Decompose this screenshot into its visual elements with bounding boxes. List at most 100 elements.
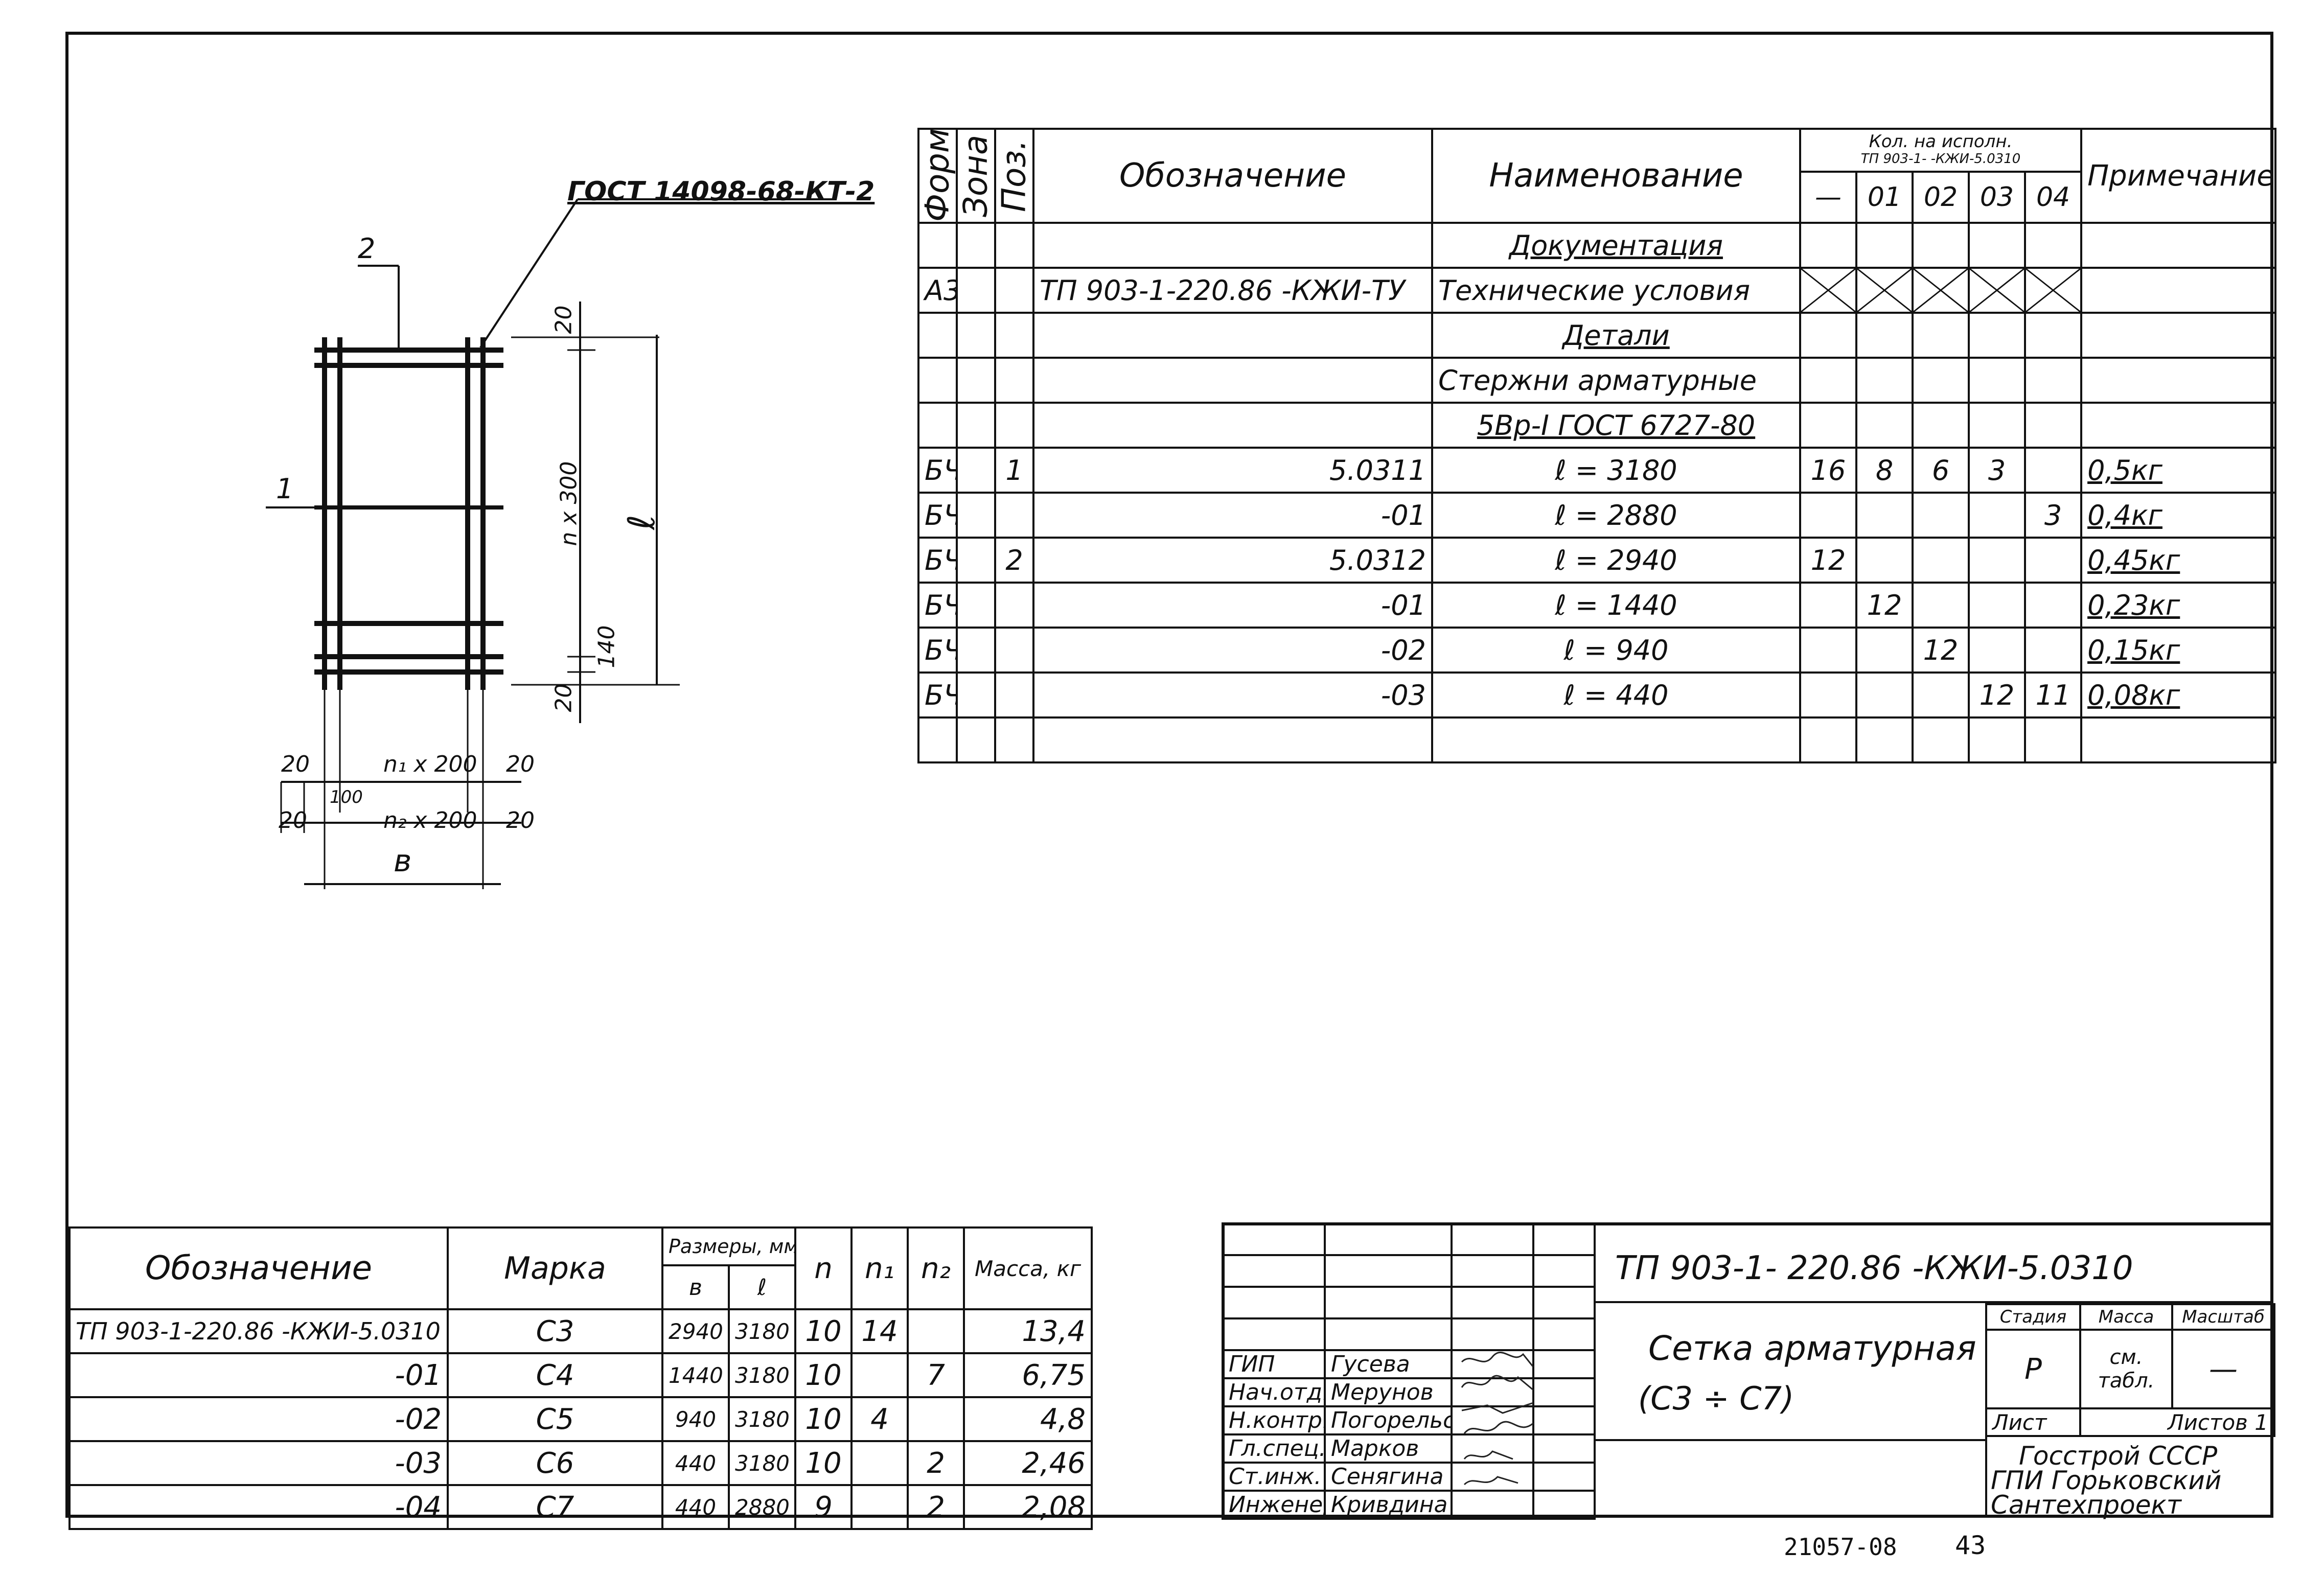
spec-cell-note	[2080, 402, 2277, 449]
dim-n300: n x 300	[556, 461, 582, 546]
staff-cell-empty	[1451, 1317, 1534, 1351]
staff-role: Н.контр.	[1222, 1405, 1326, 1435]
dim-20-right-1: 20	[506, 751, 535, 777]
table-row: Нач.отд.Мерунов	[1222, 1377, 1596, 1407]
marks-cell-b: 1440	[661, 1352, 730, 1398]
spec-cell-q3	[1968, 582, 2026, 629]
stage-table: Стадия Масса Масштаб Р см. табл. — Лист …	[1985, 1303, 2275, 1437]
marks-header-row: Обозначение Марка Размеры, мм n n₁ n₂ Ма…	[68, 1226, 1093, 1310]
staff-cell-empty	[1222, 1317, 1326, 1351]
table-row	[917, 716, 2277, 763]
staff-name: Погорельский	[1324, 1405, 1453, 1435]
spec-cell-designation: 5.0311	[1032, 447, 1433, 494]
spec-header-v4: 04	[2023, 171, 2083, 224]
dim-n2x200: n₂ x 200	[383, 807, 477, 833]
spec-cell-note: 0,23кг	[2080, 582, 2277, 629]
spec-cell-q1	[1855, 312, 1914, 359]
spec-cell-note	[2080, 357, 2277, 404]
spec-cell-name: 5Вр-I ГОСТ 6727-80	[1431, 402, 1801, 449]
marks-cell-mark: С5	[447, 1396, 663, 1442]
spec-cell-crossed	[1968, 267, 2026, 314]
marks-cell-n2	[907, 1396, 965, 1442]
spec-cell-pos	[994, 267, 1034, 314]
spec-cell-q0	[1799, 357, 1857, 404]
sheets-label: Листов 1	[2079, 1407, 2275, 1437]
spec-cell-designation: -03	[1032, 671, 1433, 719]
marks-cell-b: 2940	[661, 1308, 730, 1354]
spec-cell-q2	[1912, 312, 1970, 359]
table-row: Ст.инж.Сенягина	[1222, 1462, 1596, 1492]
table-row: БЧ -02 ℓ = 940 12 0,15кг	[917, 627, 2277, 674]
marks-cell-n1: 14	[850, 1308, 909, 1354]
org-line-2: ГПИ Горьковский	[1991, 1466, 2222, 1495]
spec-cell-note: 0,45кг	[2080, 537, 2277, 584]
staff-name: Мерунов	[1324, 1377, 1453, 1407]
marks-cell-mark: С7	[447, 1484, 663, 1530]
spec-cell-name: ℓ = 2940	[1431, 537, 1801, 584]
spec-cell-note: 0,15кг	[2080, 627, 2277, 674]
spec-cell-name	[1431, 716, 1801, 763]
marks-cell-n: 9	[794, 1484, 853, 1530]
footer-page: 43	[1955, 1531, 1986, 1560]
marks-header-b: в	[661, 1264, 730, 1310]
spec-cell-note	[2080, 267, 2277, 314]
staff-cell-empty	[1222, 1222, 1326, 1256]
spec-cell-q3: 3	[1968, 447, 2026, 494]
spec-cell-designation: ТП 903-1-220.86 -КЖИ-ТУ	[1032, 267, 1433, 314]
spec-cell-note: 0,5кг	[2080, 447, 2277, 494]
spec-cell-format: БЧ	[917, 492, 958, 539]
spec-cell-format: БЧ	[917, 627, 958, 674]
mass-label: Масса	[2079, 1303, 2173, 1331]
spec-cell-q4	[2023, 402, 2083, 449]
dim-20-left-2: 20	[279, 807, 307, 833]
spec-cell-crossed	[1912, 267, 1970, 314]
spec-cell-designation	[1032, 312, 1433, 359]
spec-cell-name: ℓ = 940	[1431, 627, 1801, 674]
doc-code-cell	[1594, 1222, 2273, 1303]
staff-cell-empty	[1532, 1317, 1596, 1351]
marks-cell-n: 10	[794, 1396, 853, 1442]
table-row: 5Вр-I ГОСТ 6727-80	[917, 402, 2277, 449]
dim-100: 100	[330, 787, 363, 807]
spec-cell-q0	[1799, 671, 1857, 719]
marks-header-mass: Масса, кг	[963, 1226, 1093, 1310]
table-row: Стержни арматурные	[917, 357, 2277, 404]
table-row: А3 ТП 903-1-220.86 -КЖИ-ТУ Технические у…	[917, 267, 2277, 314]
spec-cell-zone	[956, 357, 996, 404]
signatures-icon	[1461, 1352, 1534, 1486]
spec-cell-q2: 6	[1912, 447, 1970, 494]
spec-header-qty-sub: ТП 903-1- -КЖИ-5.0310	[1860, 151, 2021, 167]
marks-cell-b: 440	[661, 1440, 730, 1486]
table-row: Детали	[917, 312, 2277, 359]
marks-cell-n1	[850, 1352, 909, 1398]
spec-cell-zone	[956, 312, 996, 359]
marks-cell-l: 3180	[727, 1308, 797, 1354]
stage-label: Стадия	[1985, 1303, 2081, 1331]
marks-header-mark: Марка	[447, 1226, 663, 1310]
mesh-drawing	[266, 198, 833, 889]
spec-cell-q4	[2023, 447, 2083, 494]
spec-cell-q1: 12	[1855, 582, 1914, 629]
spec-cell-q1: 8	[1855, 447, 1914, 494]
staff-cell-empty	[1324, 1254, 1453, 1288]
spec-cell-format: БЧ	[917, 447, 958, 494]
dim-l-label: ℓ	[619, 515, 663, 530]
marks-cell-n1: 4	[850, 1396, 909, 1442]
staff-cell-empty	[1222, 1254, 1326, 1288]
spec-cell-name: Стержни арматурные	[1431, 357, 1801, 404]
spec-cell-q0: 16	[1799, 447, 1857, 494]
marks-cell-mass: 4,8	[963, 1396, 1093, 1442]
spec-cell-format	[917, 716, 958, 763]
marks-cell-mark: С3	[447, 1308, 663, 1354]
spec-cell-q4	[2023, 627, 2083, 674]
staff-signature	[1451, 1349, 1534, 1379]
spec-cell-q0	[1799, 492, 1857, 539]
footer-number: 21057-08	[1784, 1533, 1897, 1561]
marks-header-n2: n₂	[907, 1226, 965, 1310]
spec-cell-pos: 1	[994, 447, 1034, 494]
table-row: Стадия Масса Масштаб	[1985, 1303, 2275, 1331]
spec-cell-note	[2080, 716, 2277, 763]
spec-cell-q1	[1855, 671, 1914, 719]
staff-role: ГИП	[1222, 1349, 1326, 1379]
spec-cell-zone	[956, 716, 996, 763]
